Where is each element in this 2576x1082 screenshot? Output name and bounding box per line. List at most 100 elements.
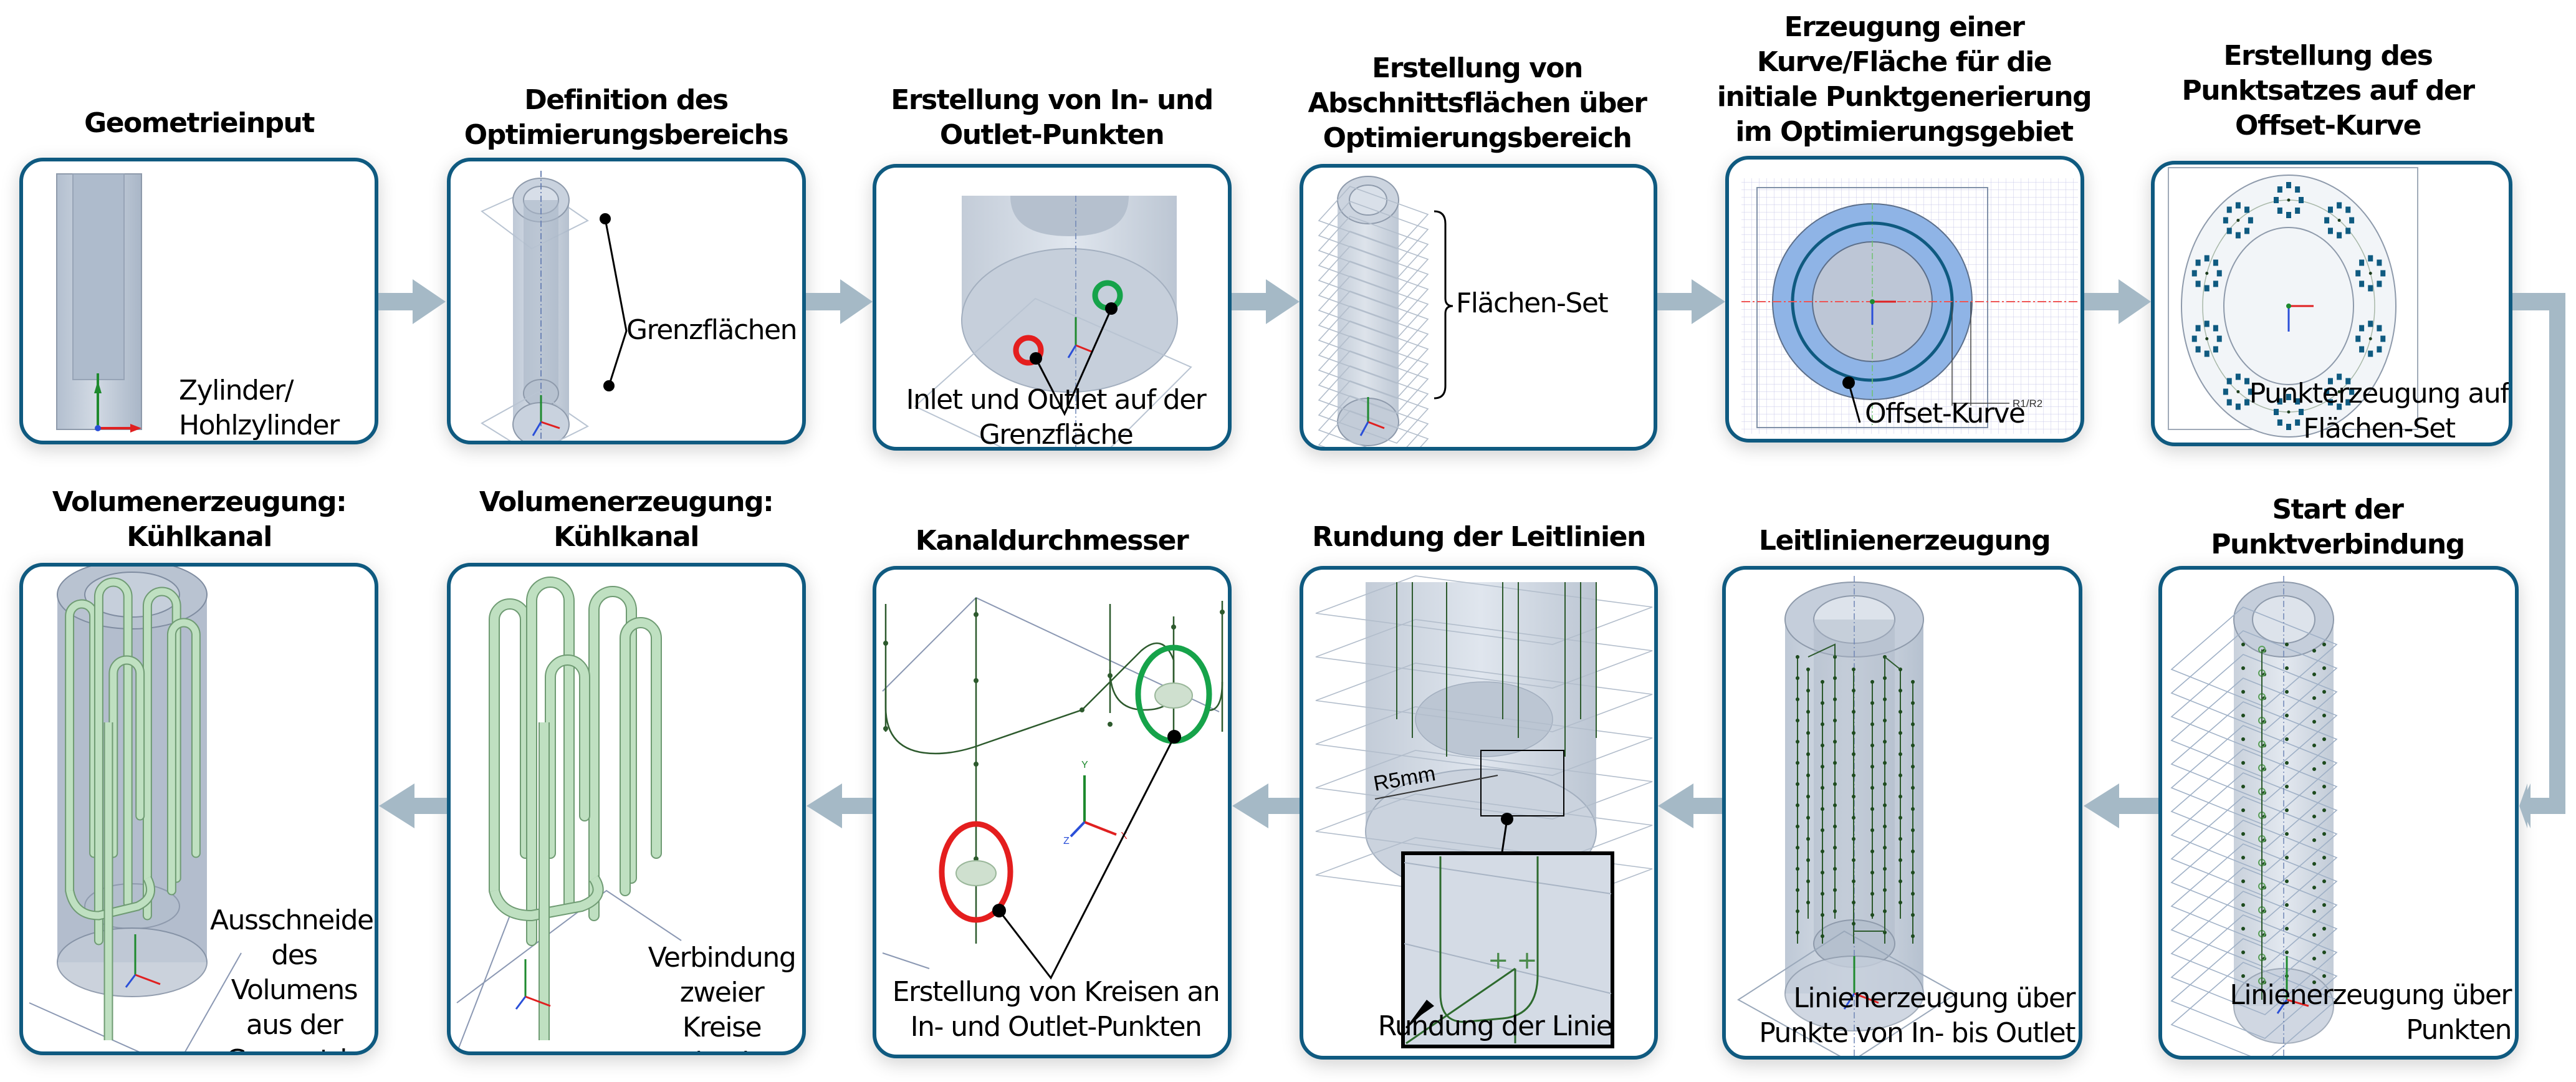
guide-point [1883,761,1887,765]
step-10-caption-line-1: Erstellung von Kreisen an [892,976,1220,1008]
point-marker [2349,217,2355,224]
point [2241,903,2245,907]
point [2312,696,2316,700]
cutout-volume-illustration [29,567,242,1051]
point-marker [2213,346,2218,353]
step-6-title-line-2: Punktsatzes auf der [2181,75,2475,107]
point [2285,666,2289,670]
step-3-panel: Inlet und Outlet auf der Grenzfläche [873,164,1232,451]
step-5-title-line-3: initiale Punktgenerierung [1717,81,2092,113]
section-plane [2170,677,2338,778]
guide-point [1852,668,1855,671]
cooling-channel [590,587,636,920]
point [2322,808,2326,812]
point [2312,862,2316,866]
point-center [2337,218,2341,222]
guide-point [1833,825,1837,828]
offset-curve-illustration: R1/R2 [1741,178,2078,434]
step-1-caption-line-1: Zylinder/ [179,375,294,406]
step-7-title: Start der Punktverbindung [2158,492,2517,562]
section-planes-illustration [1318,176,1453,447]
guide-point [1870,765,1874,768]
flow-arrow-left-5 [379,783,447,828]
point-marker [2345,206,2351,213]
guide-point [1821,807,1824,811]
guide-point [1870,807,1874,811]
section-plane [1315,619,1653,689]
point [2285,690,2289,694]
point-center [2368,337,2372,341]
cooling-channel [490,600,530,895]
point-marker [2235,202,2241,209]
guide-point [1852,752,1855,756]
guide-line-link [1854,919,1885,932]
point [2285,903,2289,907]
point [2285,856,2289,859]
point-marker [2327,227,2333,234]
guide-point [1833,846,1837,850]
point [2241,643,2245,646]
flow-arrow-right-1 [378,279,446,324]
point-marker [2355,335,2361,342]
section-plane [2170,772,2338,873]
section-plane [2170,843,2338,944]
guide-point [1883,846,1887,850]
detail-region-box [1480,750,1564,816]
step-8-title-line-1: Leitlinienerzeugung [1758,525,2051,557]
point [2241,832,2245,836]
guide-point [1806,752,1810,756]
point [2241,761,2245,765]
guide-point [1852,816,1855,820]
point [2312,957,2316,960]
axis-y-label: Y [1081,760,1088,770]
step-11-title-line-1: Volumenerzeugung: [479,486,774,518]
point-center [2287,198,2291,202]
point-marker [2277,398,2282,405]
step-10-panel: Y X Z Erstellung von Kreisen an In- und … [873,566,1232,1058]
point [2322,714,2326,717]
point-marker [2355,270,2361,277]
axis-triad-icon [1843,956,1879,1010]
flow-arrow-connector [2512,293,2565,828]
point-marker [2380,270,2386,277]
brace-icon [1434,210,1453,400]
point [2322,761,2326,765]
point [2285,785,2289,788]
axis-triad-icon [532,395,560,436]
cooling-channel [143,588,180,919]
point-marker [2368,255,2373,262]
point-marker [2368,350,2373,357]
step-6-title: Erstellung des Punktsatzes auf der Offse… [2144,39,2512,143]
step-6-caption: Punkterzeugung auf Flächen-Set [2248,376,2509,443]
point-marker [2213,259,2218,266]
step-4-panel: Flächen-Set [1300,164,1657,451]
cooling-channel [490,876,603,921]
step-3-title-line-2: Outlet-Punkten [939,119,1165,151]
guide-point [1911,892,1915,896]
section-plane [2170,701,2338,802]
guide-point [1898,752,1902,756]
guide-point [1806,879,1810,883]
step-10-caption-line-2: In- und Outlet-Punkten [910,1011,1202,1043]
point [2285,832,2289,836]
point-marker [2223,388,2228,395]
step-2-title: Definition des Optimierungsbereichs [447,83,805,153]
step-6-caption-line-1: Punkterzeugung auf [2249,378,2509,409]
step-5-title-line-2: Kurve/Fläche für die [1756,46,2052,78]
section-plane [2170,938,2338,1039]
guide-point [1870,871,1874,874]
point [2322,879,2326,883]
point-marker [2359,280,2365,287]
step-7-caption-line-1: Linienerzeugung über [2229,979,2512,1011]
cooling-channel [168,619,199,894]
point-marker [2223,217,2228,224]
point-marker [2235,373,2241,380]
point-marker [2226,399,2232,406]
flow-arrow-right-5 [2084,279,2151,324]
point-connection-illustration [2170,576,2338,1056]
guide-point [1870,744,1874,747]
point-marker [2274,409,2279,415]
inlet-outlet-illustration [914,196,1192,447]
guide-point [1911,871,1915,874]
step-8-caption-line-2: Punkte von In- bis Outlet [1759,1017,2076,1049]
